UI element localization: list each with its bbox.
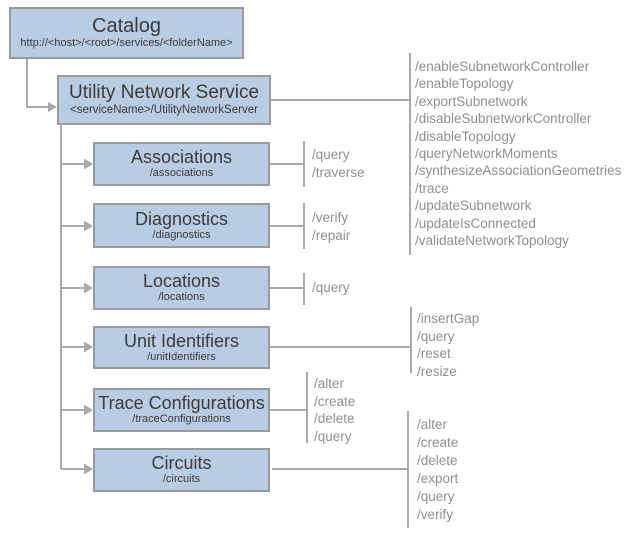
locations-operations-list: /query xyxy=(312,279,350,297)
arrowhead-unit-identifiers xyxy=(84,341,93,353)
arrowhead-associations xyxy=(84,158,93,170)
associations-operations-list: /query /traverse xyxy=(312,146,365,181)
circuits-operations-list: /alter /create /delete /export /query /v… xyxy=(417,416,458,524)
node-trace-configurations: Trace Configurations /traceConfiguration… xyxy=(93,388,270,432)
trace-configurations-operations-list: /alter /create /delete /query xyxy=(314,375,355,445)
locations-title: Locations xyxy=(142,271,221,292)
operation-item: /enableTopology xyxy=(415,76,514,92)
operation-item: /delete xyxy=(417,453,458,468)
operation-item: /traverse xyxy=(312,164,365,180)
operation-item: /create xyxy=(314,393,356,409)
operation-item: /verify xyxy=(417,507,454,522)
node-catalog: Catalog http://<host>/<root>/services/<f… xyxy=(9,7,244,59)
circuits-path: /circuits xyxy=(162,473,201,486)
operation-item: /insertGap xyxy=(417,311,480,326)
arrowhead-trace-configurations xyxy=(84,404,93,416)
circuits-title: Circuits xyxy=(151,453,212,474)
node-diagnostics: Diagnostics /diagnostics xyxy=(93,203,270,248)
node-circuits: Circuits /circuits xyxy=(93,448,270,492)
operation-item: /create xyxy=(417,435,459,450)
operation-item: /query xyxy=(314,428,352,444)
operation-item: /disableTopology xyxy=(415,128,516,144)
arrowhead-locations xyxy=(84,282,93,294)
operation-item: /validateNetworkTopology xyxy=(415,233,569,249)
diagnostics-title: Diagnostics xyxy=(134,208,229,229)
operation-item: /updateIsConnected xyxy=(415,215,536,231)
operation-item: /enableSubnetworkController xyxy=(415,59,590,74)
unit-identifiers-title: Unit Identifiers xyxy=(123,330,240,351)
operation-item: /repair xyxy=(312,227,351,243)
catalog-title: Catalog xyxy=(92,14,161,37)
unit-identifiers-operations-list: /insertGap /query /reset /resize xyxy=(417,310,479,380)
connector-catalog-to-service xyxy=(26,59,48,108)
node-unit-identifiers: Unit Identifiers /unitIdentifiers xyxy=(93,326,270,369)
diagnostics-operations-list: /verify /repair xyxy=(312,209,350,244)
operation-item: /query xyxy=(417,489,455,504)
trace-configurations-title: Trace Configurations xyxy=(98,393,265,414)
operation-item: /export xyxy=(417,471,459,486)
operation-item: /updateSubnetwork xyxy=(415,198,532,214)
service-operations-list: /enableSubnetworkController /enableTopol… xyxy=(415,58,621,249)
operation-item: /verify xyxy=(312,210,349,225)
arrowhead-circuits xyxy=(84,463,93,475)
service-title: Utility Network Service xyxy=(68,82,260,104)
arrowhead-diagnostics xyxy=(84,220,93,232)
associations-path: /associations xyxy=(149,167,214,180)
operation-item: /query xyxy=(312,147,350,162)
node-locations: Locations /locations xyxy=(93,266,270,310)
operation-item: /delete xyxy=(314,411,355,426)
operation-item: /alter xyxy=(314,376,345,391)
unit-identifiers-path: /unitIdentifiers xyxy=(147,350,216,363)
diagnostics-path: /diagnostics xyxy=(152,228,211,241)
arrowhead-service xyxy=(48,102,57,112)
operation-item: /disableSubnetworkController xyxy=(415,111,592,127)
operation-item: /trace xyxy=(415,180,449,196)
node-utility-network-service: Utility Network Service <serviceName>/Ut… xyxy=(57,75,271,125)
trace-configurations-path: /traceConfigurations xyxy=(132,413,231,426)
operation-item: /queryNetworkMoments xyxy=(415,146,558,162)
locations-path: /locations xyxy=(158,291,205,304)
operation-item: /synthesizeAssociationGeometries xyxy=(415,163,622,179)
operation-item: /exportSubnetwork xyxy=(415,93,528,109)
operation-item: /resize xyxy=(417,363,457,379)
service-path: <serviceName>/UtilityNetworkServer xyxy=(70,104,258,117)
node-associations: Associations /associations xyxy=(93,142,270,186)
operation-item: /query xyxy=(312,280,350,295)
associations-title: Associations xyxy=(130,147,233,168)
catalog-url: http://<host>/<root>/services/<folderNam… xyxy=(20,37,233,50)
operation-item: /query xyxy=(417,328,455,344)
operation-item: /alter xyxy=(417,417,448,432)
operation-item: /reset xyxy=(417,346,451,361)
